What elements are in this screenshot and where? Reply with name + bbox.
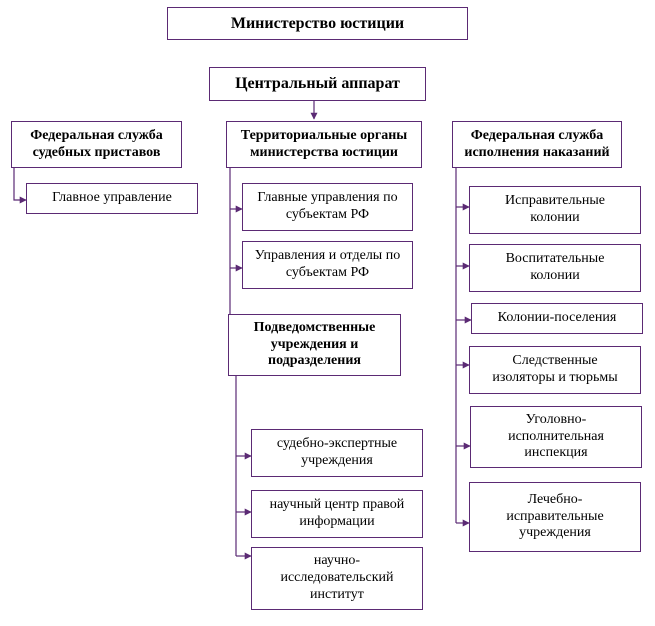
node-detention-label: Следственные изоляторы и тюрьмы xyxy=(492,353,618,385)
node-educational: Воспитательные колонии xyxy=(469,244,641,292)
node-medical-label: Лечебно- исправительные учреждения xyxy=(506,491,604,541)
node-terr-depts-label: Управления и отделы по субъектам РФ xyxy=(254,248,401,280)
node-ministry-label: Министерство юстиции xyxy=(230,14,405,32)
node-bailiffs: Федеральная служба судебных приставов xyxy=(11,121,182,168)
arrow-bailiffs-to-main xyxy=(13,167,27,204)
node-legal-info: научный центр правой информации xyxy=(251,490,423,538)
node-research-label: научно- исследовательский институт xyxy=(280,553,394,602)
node-detention: Следственные изоляторы и тюрьмы xyxy=(469,346,641,394)
node-terr-main-label: Главные управления по субъектам РФ xyxy=(257,190,398,222)
node-settlements-label: Колонии-поселения xyxy=(497,310,617,326)
node-legal-info-label: научный центр правой информации xyxy=(269,497,405,529)
node-territorial: Территориальные органы министерства юсти… xyxy=(226,121,422,168)
node-correctional: Исправительные колонии xyxy=(469,186,641,234)
node-bailiffs-label: Федеральная служба судебных приставов xyxy=(30,127,163,160)
node-inspection-label: Уголовно- исполнительная инспекция xyxy=(508,411,604,461)
node-correctional-label: Исправительные колонии xyxy=(505,193,605,225)
node-research: научно- исследовательский институт xyxy=(251,547,423,610)
node-penal: Федеральная служба исполнения наказаний xyxy=(452,121,622,168)
node-settlements: Колонии-поселения xyxy=(471,303,643,334)
node-penal-label: Федеральная служба исполнения наказаний xyxy=(464,127,610,160)
node-terr-main: Главные управления по субъектам РФ xyxy=(242,183,413,231)
node-educational-label: Воспитательные колонии xyxy=(505,251,605,283)
node-subordinate-label: Подведомственные учреждения и подразделе… xyxy=(253,319,376,369)
node-forensic-label: судебно-экспертные учреждения xyxy=(276,436,398,468)
node-inspection: Уголовно- исполнительная инспекция xyxy=(470,406,642,468)
node-forensic: судебно-экспертные учреждения xyxy=(251,429,423,477)
node-medical: Лечебно- исправительные учреждения xyxy=(469,482,641,552)
node-territorial-label: Территориальные органы министерства юсти… xyxy=(240,127,408,160)
node-subordinate: Подведомственные учреждения и подразделе… xyxy=(228,314,401,376)
node-central-label: Центральный аппарат xyxy=(235,75,400,93)
node-bailiffs-main-label: Главное управление xyxy=(52,190,172,206)
node-ministry: Министерство юстиции xyxy=(167,7,468,40)
node-terr-depts: Управления и отделы по субъектам РФ xyxy=(242,241,413,289)
node-central: Центральный аппарат xyxy=(209,67,426,101)
node-bailiffs-main: Главное управление xyxy=(26,183,198,214)
